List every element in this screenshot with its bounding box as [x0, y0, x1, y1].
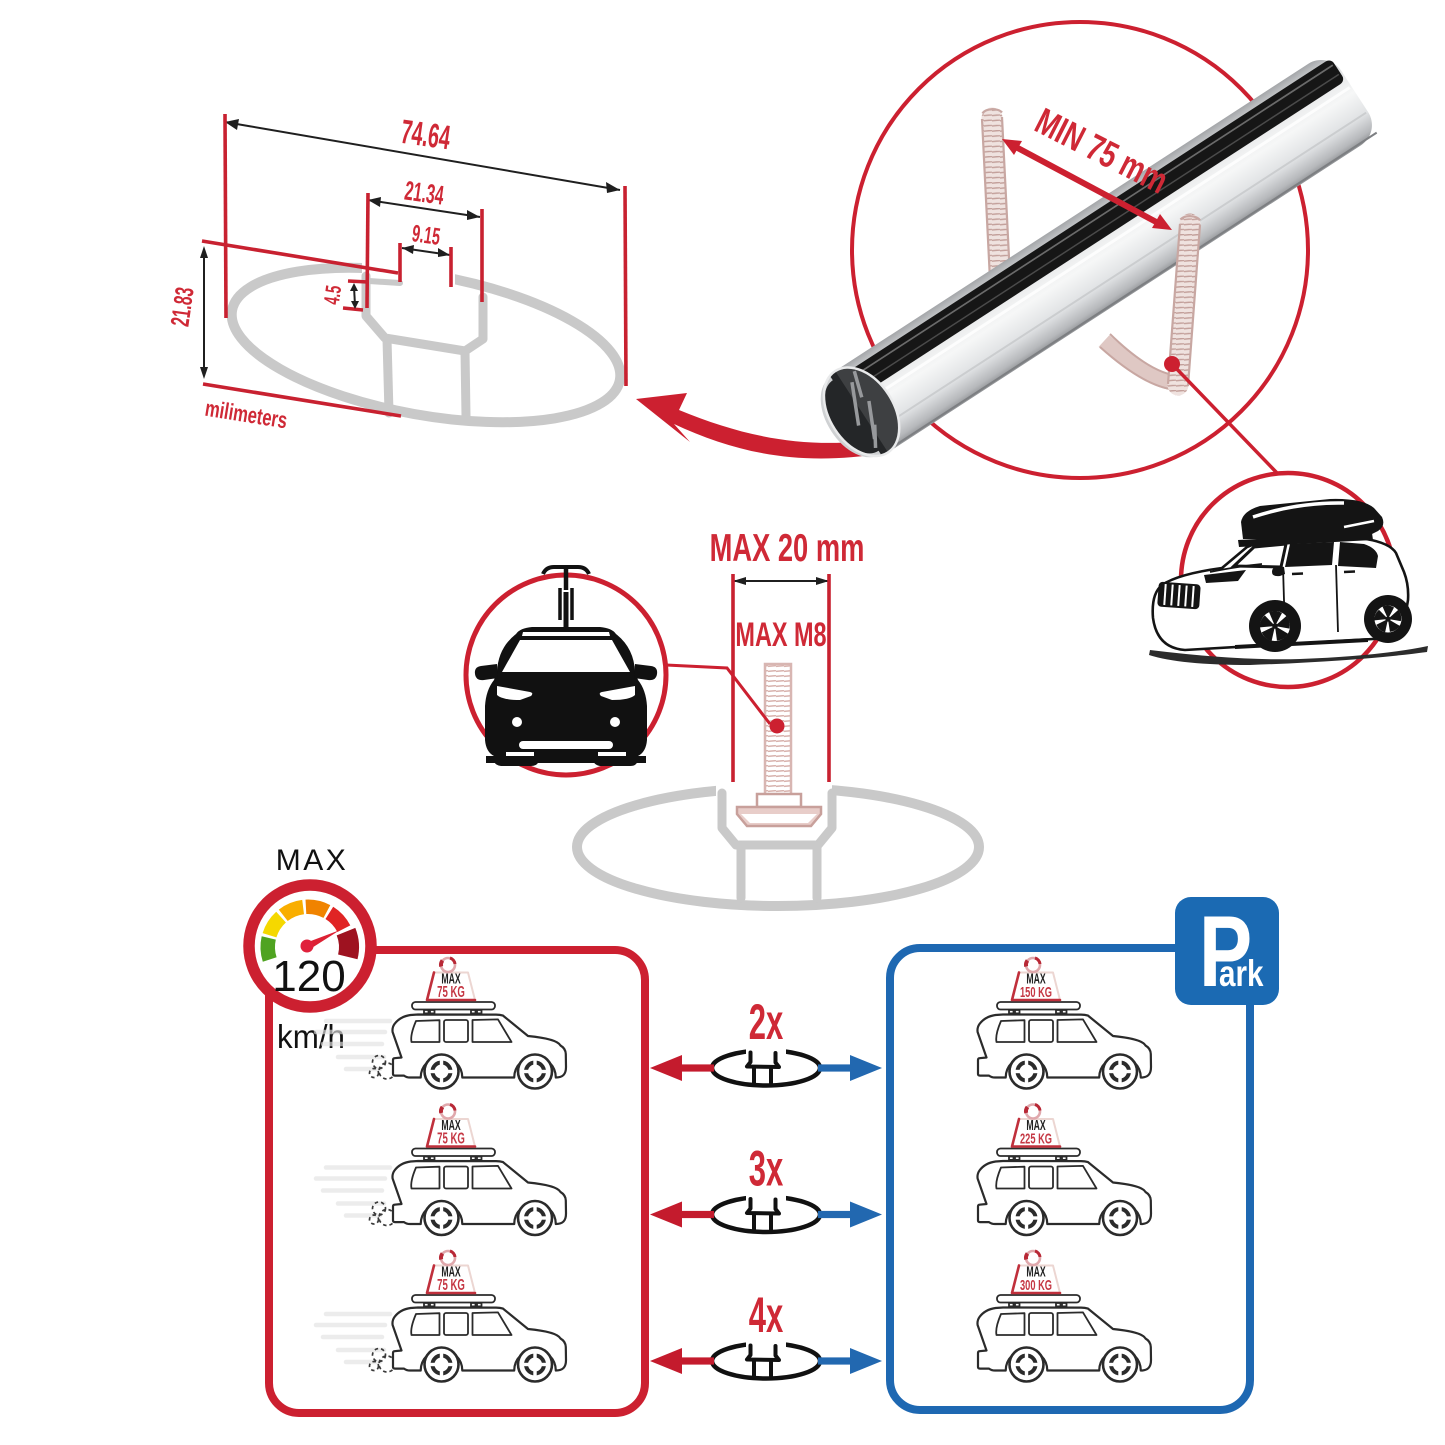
svg-text:21.83: 21.83: [165, 285, 199, 328]
svg-text:ark: ark: [1219, 954, 1264, 995]
svg-text:300 KG: 300 KG: [1020, 1277, 1052, 1294]
svg-text:75 KG: 75 KG: [437, 983, 465, 1001]
svg-text:P: P: [1199, 896, 1252, 1008]
svg-text:120: 120: [272, 952, 345, 1001]
svg-text:3x: 3x: [749, 1140, 783, 1196]
svg-text:21.34: 21.34: [403, 175, 447, 211]
svg-text:4.5: 4.5: [318, 284, 346, 306]
svg-text:km/h: km/h: [277, 1018, 345, 1055]
svg-text:225 KG: 225 KG: [1020, 1130, 1052, 1147]
svg-text:MAX: MAX: [276, 844, 349, 877]
svg-text:4x: 4x: [749, 1286, 783, 1342]
svg-text:9.15: 9.15: [410, 221, 441, 251]
svg-text:74.64: 74.64: [399, 112, 454, 156]
svg-text:2x: 2x: [749, 993, 783, 1049]
svg-text:MAX M8: MAX M8: [735, 617, 826, 654]
svg-text:150 KG: 150 KG: [1020, 984, 1052, 1001]
svg-text:75 KG: 75 KG: [437, 1129, 465, 1147]
svg-text:75 KG: 75 KG: [437, 1276, 465, 1294]
svg-text:MAX 20 mm: MAX 20 mm: [710, 527, 865, 570]
